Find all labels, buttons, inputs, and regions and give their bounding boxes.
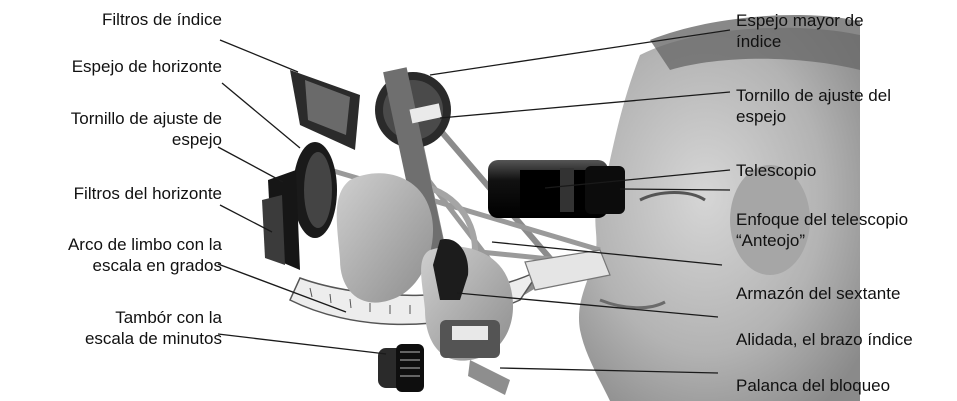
label-filtros-indice: Filtros de índice	[102, 9, 222, 30]
label-line-1: Tornillo de ajuste del	[736, 85, 891, 106]
label-line-1: Tornillo de ajuste de	[71, 108, 222, 129]
label-text: Armazón del sextante	[736, 283, 900, 304]
label-enfoque: Enfoque del telescopio “Anteojo”	[736, 209, 908, 251]
label-tornillo-ajuste-espejo: Tornillo de ajuste de espejo	[71, 108, 222, 150]
horizon-filters	[262, 170, 300, 270]
label-espejo-mayor: Espejo mayor de índice	[736, 10, 864, 52]
label-tornillo-ajuste-del-espejo: Tornillo de ajuste del espejo	[736, 85, 891, 127]
leader-espejo-horizonte	[222, 83, 300, 148]
label-alidada: Alidada, el brazo índice	[736, 329, 913, 350]
label-text: Filtros del horizonte	[74, 183, 222, 204]
label-text: Espejo de horizonte	[72, 56, 222, 77]
leader-filtros-indice	[220, 40, 298, 72]
lock-lever	[468, 360, 510, 395]
leader-tambor	[218, 334, 386, 354]
label-armazon: Armazón del sextante	[736, 283, 900, 304]
label-text: Palanca del bloqueo	[736, 375, 890, 396]
label-line-1: Enfoque del telescopio	[736, 209, 908, 230]
horizon-mirror	[293, 142, 337, 238]
label-line-1: Tambór con la	[85, 307, 222, 328]
label-line-1: Arco de limbo con la	[68, 234, 222, 255]
index-filters	[290, 70, 360, 150]
label-palanca: Palanca del bloqueo	[736, 375, 890, 396]
label-text: Telescopio	[736, 160, 816, 181]
label-telescopio: Telescopio	[736, 160, 816, 181]
label-arco-limbo: Arco de limbo con la escala en grados	[68, 234, 222, 276]
label-espejo-horizonte: Espejo de horizonte	[72, 56, 222, 77]
telescope	[488, 160, 625, 218]
label-line-2: escala en grados	[68, 255, 222, 276]
leader-tornillo-ajuste-espejo	[218, 147, 283, 182]
label-line-2: índice	[736, 31, 864, 52]
label-line-2: escala de minutos	[85, 328, 222, 349]
label-tambor: Tambór con la escala de minutos	[85, 307, 222, 349]
label-filtros-horizonte: Filtros del horizonte	[74, 183, 222, 204]
micrometer-drum	[378, 344, 424, 392]
label-text: Filtros de índice	[102, 9, 222, 30]
label-line-2: espejo	[736, 106, 891, 127]
label-line-2: espejo	[71, 129, 222, 150]
label-line-1: Espejo mayor de	[736, 10, 864, 31]
label-line-2: “Anteojo”	[736, 230, 908, 251]
label-text: Alidada, el brazo índice	[736, 329, 913, 350]
